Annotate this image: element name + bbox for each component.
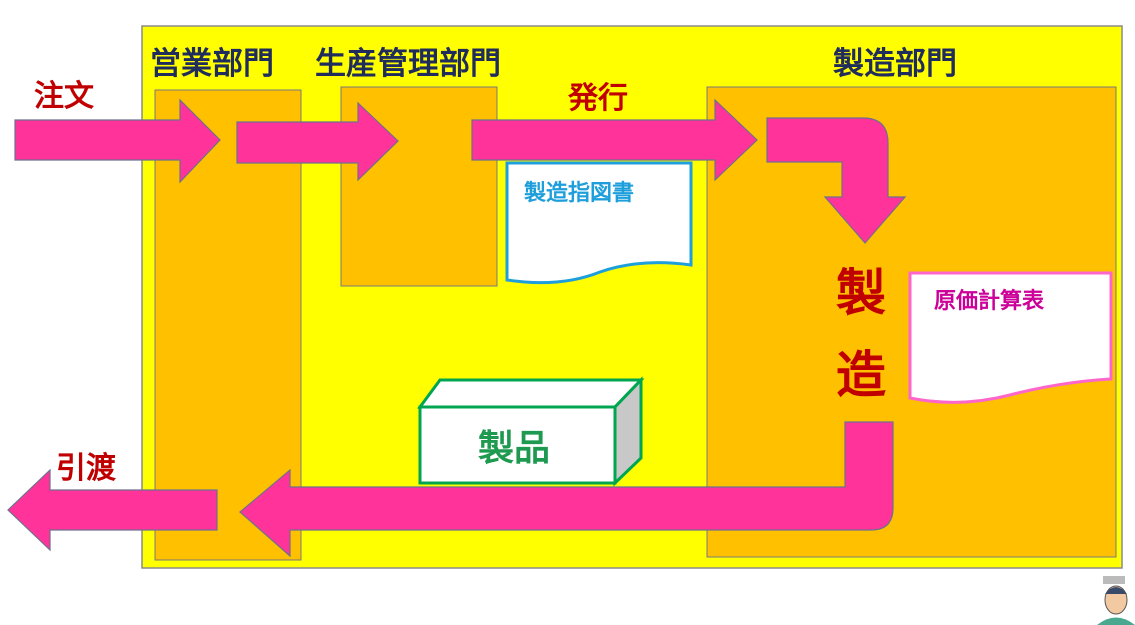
presenter-character-icon	[1097, 576, 1135, 625]
bent-down-arrow-icon	[766, 117, 907, 244]
delivery-label: 引渡	[56, 451, 117, 486]
issue-label: 発行	[567, 81, 628, 116]
production-control-title: 生産管理部門	[315, 46, 501, 82]
manufacturing-char-1: 製	[836, 264, 886, 322]
product-box-icon	[417, 376, 645, 487]
manufacturing-dept-title: 製造部門	[833, 46, 957, 82]
manufacturing-order-label: 製造指図書	[523, 180, 634, 206]
manufacturing-char-2: 造	[836, 346, 886, 404]
cost-sheet-document-icon	[908, 271, 1113, 404]
order-arrow-icon	[14, 98, 221, 184]
cost-sheet-label: 原価計算表	[934, 288, 1045, 314]
order-label: 注文	[34, 79, 94, 114]
delivery-return-arrow-icon	[239, 421, 894, 558]
product-label: 製品	[478, 428, 550, 469]
issue-arrow-icon	[471, 98, 758, 182]
forward-arrow-icon	[236, 101, 399, 182]
delivery-arrow-icon	[7, 468, 218, 552]
sales-dept-title: 営業部門	[150, 46, 274, 82]
manufacturing-order-document-icon	[505, 161, 693, 285]
